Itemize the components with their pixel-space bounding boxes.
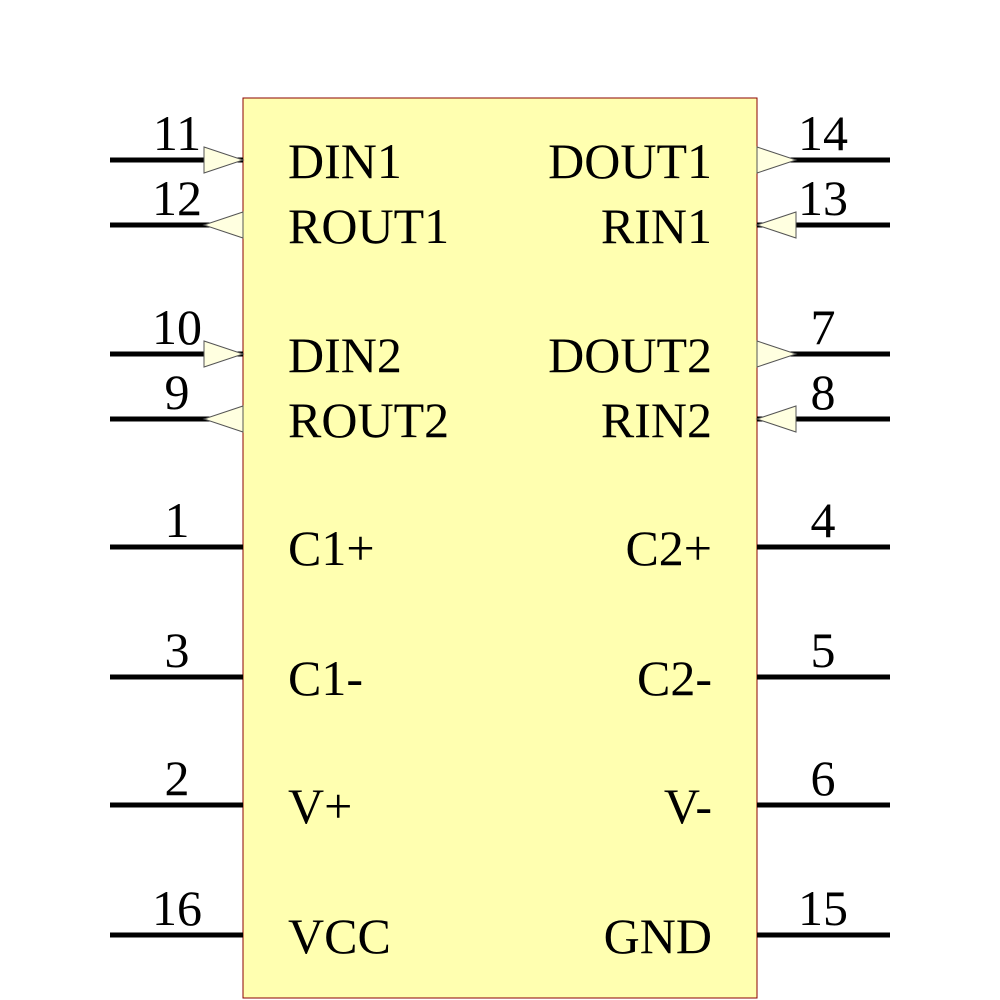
- pin-rin1-direction-arrow-icon: [755, 211, 797, 239]
- pin-rout1-label: ROUT1: [288, 198, 449, 254]
- pin-gnd-number: 15: [798, 880, 848, 936]
- pin-rout2-number: 9: [165, 364, 190, 420]
- pin-c1minus-label: C1-: [288, 650, 363, 706]
- pin-vcc-label: VCC: [288, 908, 391, 964]
- pin-c1plus-label: C1+: [288, 520, 375, 576]
- pin-rin1-number: 13: [798, 170, 848, 226]
- pin-dout2-direction-arrow-icon: [756, 340, 798, 368]
- pin-dout1-number: 14: [798, 105, 848, 161]
- pin-vminus-label: V-: [664, 778, 712, 834]
- pin-dout1-label: DOUT1: [548, 133, 712, 189]
- pin-vcc-number: 16: [152, 880, 202, 936]
- pin-c2plus-number: 4: [811, 492, 836, 548]
- pin-rin1-label: RIN1: [601, 198, 712, 254]
- pin-din2-number: 10: [152, 299, 202, 355]
- pin-gnd-label: GND: [604, 908, 712, 964]
- pin-c2minus: 5C2-: [637, 622, 890, 706]
- pin-vminus: 6V-: [664, 750, 890, 834]
- pin-rin2-number: 8: [811, 364, 836, 420]
- pin-rin2-label: RIN2: [601, 392, 712, 448]
- pin-rout1-number: 12: [152, 170, 202, 226]
- pin-vplus-number: 2: [165, 750, 190, 806]
- pin-rout2-direction-arrow-icon: [202, 405, 244, 433]
- pin-rout1-direction-arrow-icon: [202, 211, 244, 239]
- pin-dout2-number: 7: [811, 299, 836, 355]
- pin-dout2-label: DOUT2: [548, 327, 712, 383]
- pin-c2plus: 4C2+: [625, 492, 890, 576]
- pin-c2plus-label: C2+: [625, 520, 712, 576]
- pin-rout2-label: ROUT2: [288, 392, 449, 448]
- pin-din1-direction-arrow-icon: [203, 146, 245, 174]
- pin-c2minus-label: C2-: [637, 650, 712, 706]
- pin-dout1-direction-arrow-icon: [756, 146, 798, 174]
- pin-c2minus-number: 5: [811, 622, 836, 678]
- pin-vplus-label: V+: [288, 778, 352, 834]
- pin-din1-number: 11: [153, 105, 201, 161]
- pin-din2-direction-arrow-icon: [203, 340, 245, 368]
- pin-din2-label: DIN2: [288, 327, 402, 383]
- pin-c1plus-number: 1: [165, 492, 190, 548]
- pin-din1-label: DIN1: [288, 133, 402, 189]
- pin-c1minus-number: 3: [165, 622, 190, 678]
- ic-body: [242, 97, 758, 999]
- pin-vminus-number: 6: [811, 750, 836, 806]
- pin-rin2-direction-arrow-icon: [755, 405, 797, 433]
